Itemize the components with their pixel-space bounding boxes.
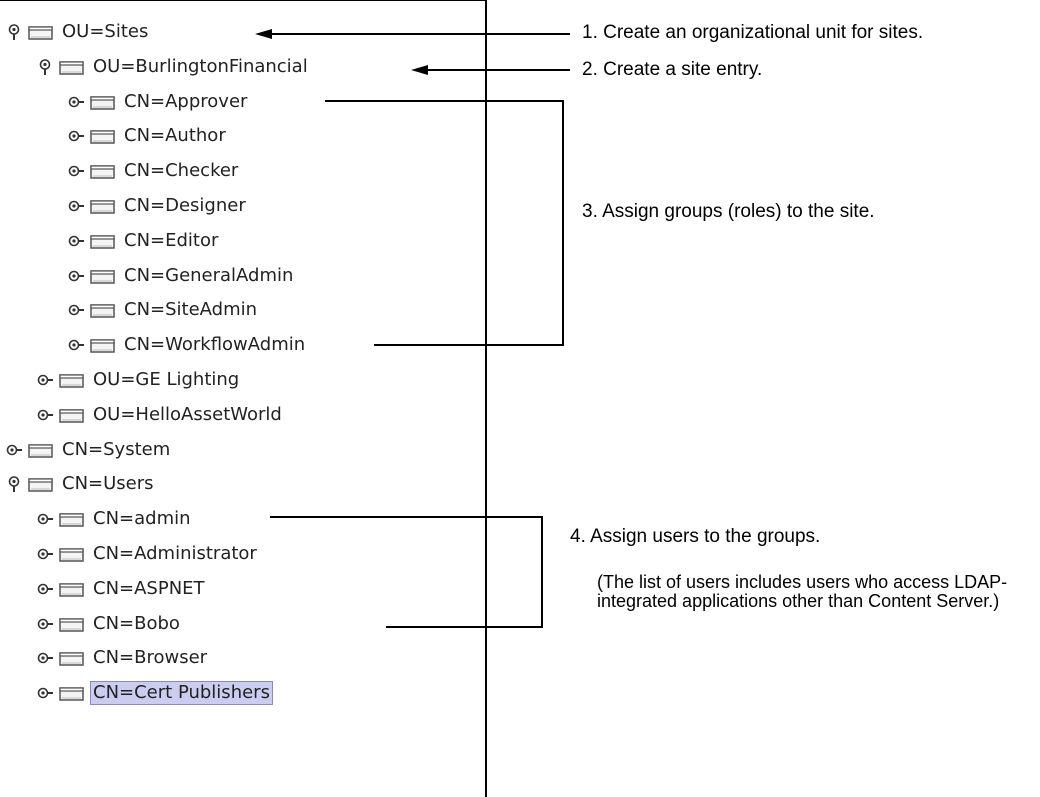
tree-item-cn-approver[interactable]: CN=Approver bbox=[68, 90, 249, 114]
tree-item-label[interactable]: CN=Administrator bbox=[93, 543, 257, 564]
tree-item-cn-editor[interactable]: CN=Editor bbox=[68, 229, 220, 253]
folder-icon bbox=[28, 476, 54, 493]
tree-item-label[interactable]: CN=GeneralAdmin bbox=[124, 264, 294, 286]
tree-item-label[interactable]: OU=Sites bbox=[62, 21, 149, 42]
folder-icon bbox=[90, 128, 116, 145]
folder-icon bbox=[59, 59, 85, 75]
tree-item-cn-administrator[interactable]: CN=Administrator bbox=[37, 542, 259, 566]
tree-item-cn-author[interactable]: CN=Author bbox=[68, 124, 228, 148]
tree-item-cn-siteadmin[interactable]: CN=SiteAdmin bbox=[68, 298, 259, 322]
tree-item-label[interactable]: CN=Cert Publishers bbox=[90, 681, 273, 706]
collapsed-node-handle-icon[interactable] bbox=[68, 268, 84, 284]
step4-annotation: 4. Assign users to the groups. bbox=[570, 526, 821, 547]
tree-item-label[interactable]: CN=WorkflowAdmin bbox=[124, 334, 306, 356]
folder-icon bbox=[90, 163, 116, 179]
tree-item-cn-cert-publishers[interactable]: CN=Cert Publishers bbox=[37, 681, 273, 706]
folder-icon bbox=[90, 268, 116, 284]
tree-item-ou-helloassetworld[interactable]: OU=HelloAssetWorld bbox=[37, 403, 284, 427]
collapsed-node-handle-icon[interactable] bbox=[37, 581, 53, 597]
collapsed-node-handle-icon[interactable] bbox=[37, 372, 53, 388]
tree-item-cn-aspnet[interactable]: CN=ASPNET bbox=[37, 577, 207, 601]
folder-icon bbox=[90, 233, 116, 249]
tree-item-label[interactable]: CN=System bbox=[62, 438, 171, 460]
folder-icon bbox=[59, 546, 85, 562]
step4-note: (The list of users includes users who ac… bbox=[597, 572, 1008, 611]
tree-item-label[interactable]: CN=Approver bbox=[124, 90, 248, 112]
collapsed-node-handle-icon[interactable] bbox=[6, 442, 22, 458]
folder-icon bbox=[90, 337, 116, 353]
tree-item-label[interactable]: CN=Browser bbox=[93, 647, 208, 669]
tree-item-label[interactable]: CN=Designer bbox=[124, 195, 246, 216]
tree-item-label[interactable]: CN=Bobo bbox=[93, 612, 180, 634]
tree-item-label[interactable]: CN=Checker bbox=[124, 160, 239, 182]
tree-item-cn-workflowadmin[interactable]: CN=WorkflowAdmin bbox=[68, 333, 307, 357]
collapsed-node-handle-icon[interactable] bbox=[68, 233, 84, 249]
collapsed-node-handle-icon[interactable] bbox=[68, 163, 84, 179]
tree-item-cn-checker[interactable]: CN=Checker bbox=[68, 159, 240, 183]
expanded-node-handle-icon[interactable] bbox=[37, 58, 53, 75]
tree-item-ou-ge-lighting[interactable]: OU=GE Lighting bbox=[37, 368, 241, 392]
collapsed-node-handle-icon[interactable] bbox=[68, 302, 84, 318]
folder-icon bbox=[90, 198, 116, 214]
collapsed-node-handle-icon[interactable] bbox=[68, 128, 84, 144]
tree-item-cn-system[interactable]: CN=System bbox=[6, 438, 172, 462]
step2-annotation: 2. Create a site entry. bbox=[582, 59, 763, 80]
step1-annotation: 1. Create an organizational unit for sit… bbox=[582, 22, 924, 43]
tree-item-cn-users[interactable]: CN=Users bbox=[6, 472, 156, 496]
tree-item-cn-generaladmin[interactable]: CN=GeneralAdmin bbox=[68, 264, 295, 288]
tree-item-ou-burlingtonfinancial[interactable]: OU=BurlingtonFinancial bbox=[37, 55, 310, 79]
tree-item-label[interactable]: OU=BurlingtonFinancial bbox=[93, 55, 308, 77]
tree-item-cn-designer[interactable]: CN=Designer bbox=[68, 194, 248, 218]
collapsed-node-handle-icon[interactable] bbox=[37, 616, 53, 632]
step3-annotation: 3. Assign groups (roles) to the site. bbox=[582, 201, 875, 222]
collapsed-node-handle-icon[interactable] bbox=[68, 198, 84, 214]
expanded-node-handle-icon[interactable] bbox=[6, 24, 22, 40]
folder-icon bbox=[59, 616, 85, 632]
tree-item-cn-browser[interactable]: CN=Browser bbox=[37, 646, 209, 670]
expanded-node-handle-icon[interactable] bbox=[6, 476, 22, 493]
folder-icon bbox=[59, 372, 85, 388]
tree-item-ou-sites[interactable]: OU=Sites bbox=[6, 20, 150, 44]
ldap-tree-panel: OU=Sites OU=BurlingtonFinancial CN=Appro… bbox=[0, 0, 487, 797]
tree-item-label[interactable]: CN=SiteAdmin bbox=[124, 299, 258, 321]
folder-icon bbox=[28, 442, 54, 458]
folder-icon bbox=[28, 24, 54, 40]
collapsed-node-handle-icon[interactable] bbox=[68, 94, 84, 110]
tree-item-cn-bobo[interactable]: CN=Bobo bbox=[37, 612, 182, 636]
collapsed-node-handle-icon[interactable] bbox=[37, 511, 53, 527]
tree-item-label[interactable]: CN=Editor bbox=[124, 229, 219, 251]
tree-item-cn-admin[interactable]: CN=admin bbox=[37, 507, 193, 531]
folder-icon bbox=[90, 94, 116, 110]
tree-item-label[interactable]: OU=HelloAssetWorld bbox=[93, 403, 282, 425]
tree-item-label[interactable]: CN=Users bbox=[62, 473, 154, 495]
collapsed-node-handle-icon[interactable] bbox=[37, 546, 53, 562]
tree-item-label[interactable]: CN=ASPNET bbox=[93, 577, 205, 599]
collapsed-node-handle-icon[interactable] bbox=[37, 407, 53, 423]
collapsed-node-handle-icon[interactable] bbox=[68, 337, 84, 353]
folder-icon bbox=[59, 650, 85, 667]
collapsed-node-handle-icon[interactable] bbox=[37, 685, 53, 701]
folder-icon bbox=[59, 581, 85, 597]
collapsed-node-handle-icon[interactable] bbox=[37, 650, 53, 666]
folder-icon bbox=[59, 511, 85, 527]
folder-icon bbox=[59, 407, 85, 423]
folder-icon bbox=[59, 685, 85, 701]
tree-item-label[interactable]: CN=Author bbox=[124, 125, 226, 147]
folder-icon bbox=[90, 302, 116, 319]
tree-item-label[interactable]: CN=admin bbox=[93, 508, 191, 530]
tree-item-label[interactable]: OU=GE Lighting bbox=[93, 369, 240, 390]
